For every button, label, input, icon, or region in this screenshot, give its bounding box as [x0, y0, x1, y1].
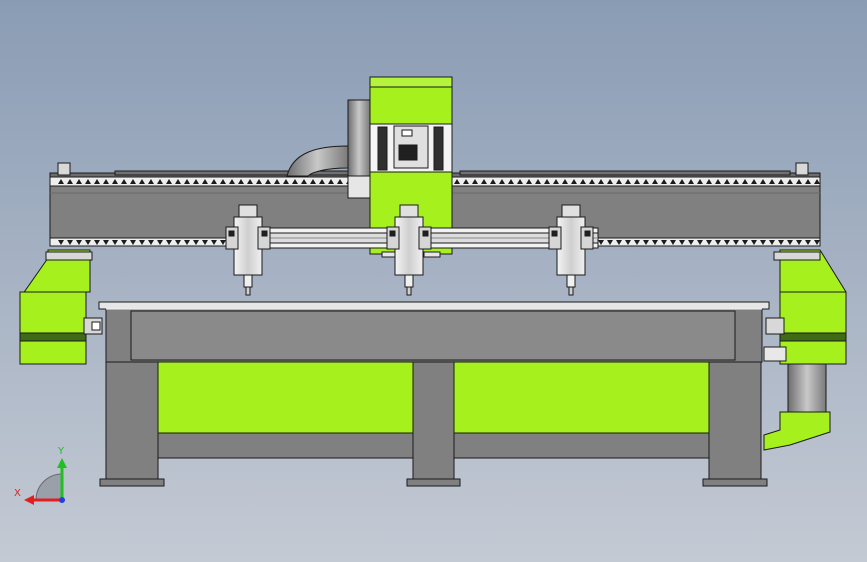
table-top-plate: [98, 301, 770, 310]
x-axis-label: X: [14, 488, 21, 499]
work-table: [98, 301, 770, 363]
gantry-leg-left-stripe: [19, 332, 87, 342]
gantry-end-cap-right: [795, 162, 809, 176]
base-green-panel-right: [453, 361, 710, 435]
base-leg-right: [708, 361, 762, 481]
spindle-3: [548, 204, 594, 296]
spindle-1: [225, 204, 271, 296]
spindle-2: [386, 204, 432, 296]
right-motor-cylinder: [787, 363, 827, 413]
y-axis-label: Y: [57, 446, 65, 457]
z-axis-dot: [59, 497, 65, 503]
gantry-leg-left: [19, 249, 103, 365]
base-foot-right: [702, 478, 768, 487]
base-green-panel-left: [157, 361, 414, 435]
gantry-leg-right-stripe: [779, 332, 847, 342]
axis-triad[interactable]: Y X: [14, 446, 67, 505]
z-axis-carriage: [286, 76, 453, 258]
gantry-leg-right: [763, 249, 847, 451]
base-leg-left: [105, 361, 159, 481]
base-frame: [99, 361, 768, 487]
base-foot-middle: [406, 478, 461, 487]
spindle-group: [225, 204, 594, 296]
table-body-inner: [130, 310, 736, 361]
gantry-end-cap-left: [57, 162, 71, 176]
base-leg-middle: [412, 361, 455, 481]
base-foot-left: [99, 478, 165, 487]
